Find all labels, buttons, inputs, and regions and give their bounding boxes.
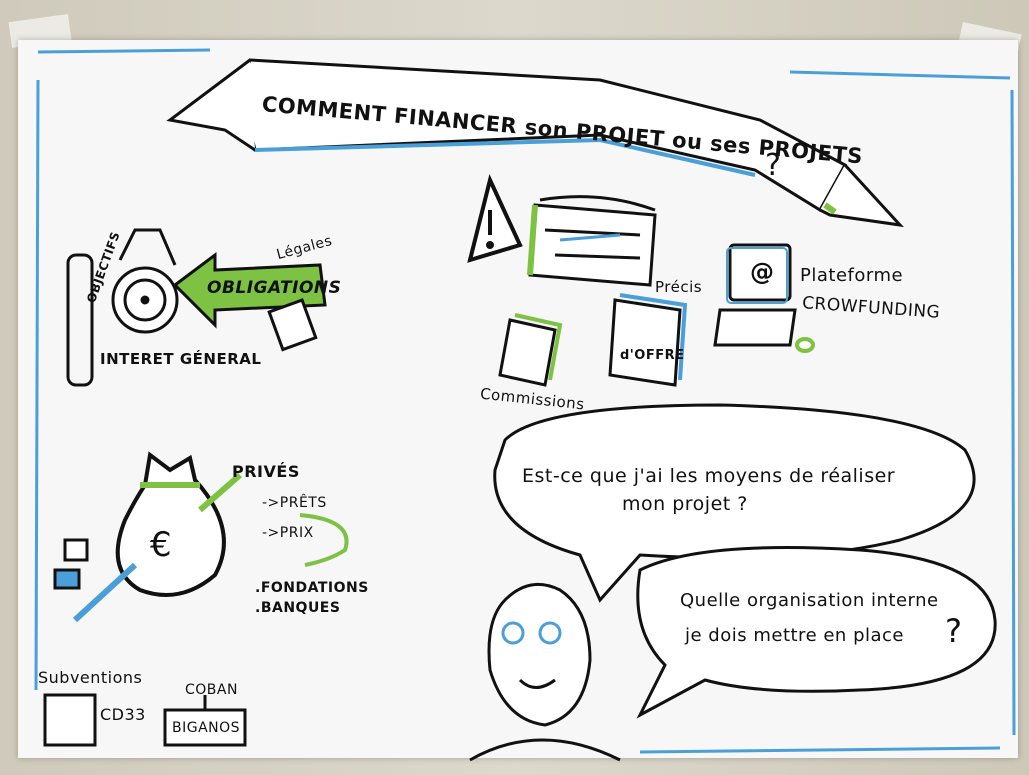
warning-triangle-icon — [467, 174, 523, 263]
fondations-label: .FONDATIONS — [255, 580, 369, 596]
banques-label: .BANQUES — [255, 600, 341, 616]
speech-bubble-2-line2: je dois mettre en place — [685, 625, 904, 646]
prix-label: ->PRIX — [262, 525, 314, 541]
speech-bubble-2-line1: Quelle organisation interne — [680, 590, 939, 611]
prets-label: ->PRÊTS — [262, 495, 327, 511]
speech-bubble-1-line2: mon projet ? — [622, 493, 748, 515]
character-icon — [469, 582, 621, 762]
documents-stack-icon — [498, 313, 563, 387]
plateforme-label: Plateforme — [800, 265, 904, 286]
speech-bubble-1-line1: Est-ce que j'ai les moyens de réaliser — [522, 465, 896, 487]
speech-bubble-1 — [493, 403, 976, 603]
computer-at-symbol: @ — [750, 258, 775, 286]
biganos-sign-icon — [163, 695, 247, 747]
coban-label: COBAN — [185, 682, 238, 698]
prives-bracket — [299, 513, 349, 567]
computer-icon — [713, 243, 815, 353]
speech-bubble-2 — [636, 546, 997, 719]
euro-symbol: € — [150, 525, 173, 565]
arrow-to-subventions — [72, 562, 138, 623]
poster-border — [34, 48, 1016, 754]
target-icon — [66, 228, 179, 387]
precis-label: Précis — [655, 278, 703, 296]
speech-bubble-2-question-mark: ? — [945, 612, 963, 650]
obligations-arrow — [172, 252, 327, 329]
prives-label: PRIVÉS — [232, 462, 300, 481]
obligations-label: OBLIGATIONS — [207, 278, 342, 298]
money-bag-icon — [115, 451, 226, 597]
interet-general-label: INTERET GÉNERAL — [100, 350, 262, 368]
biganos-label: BIGANOS — [172, 720, 241, 736]
appel-offre-document-icon — [608, 293, 688, 387]
cd33-label: CD33 — [100, 705, 146, 724]
title-banner — [166, 58, 904, 228]
calendar-icon — [527, 195, 657, 287]
cd33-document-icon — [43, 693, 97, 747]
title-question-mark: ? — [765, 148, 782, 183]
document-small-icon — [267, 298, 318, 352]
subventions-label: Subventions — [38, 668, 143, 687]
appel-offre-label: d'OFFRE — [620, 348, 685, 363]
flag-icon — [53, 538, 89, 590]
arrow-to-prives — [198, 472, 242, 513]
